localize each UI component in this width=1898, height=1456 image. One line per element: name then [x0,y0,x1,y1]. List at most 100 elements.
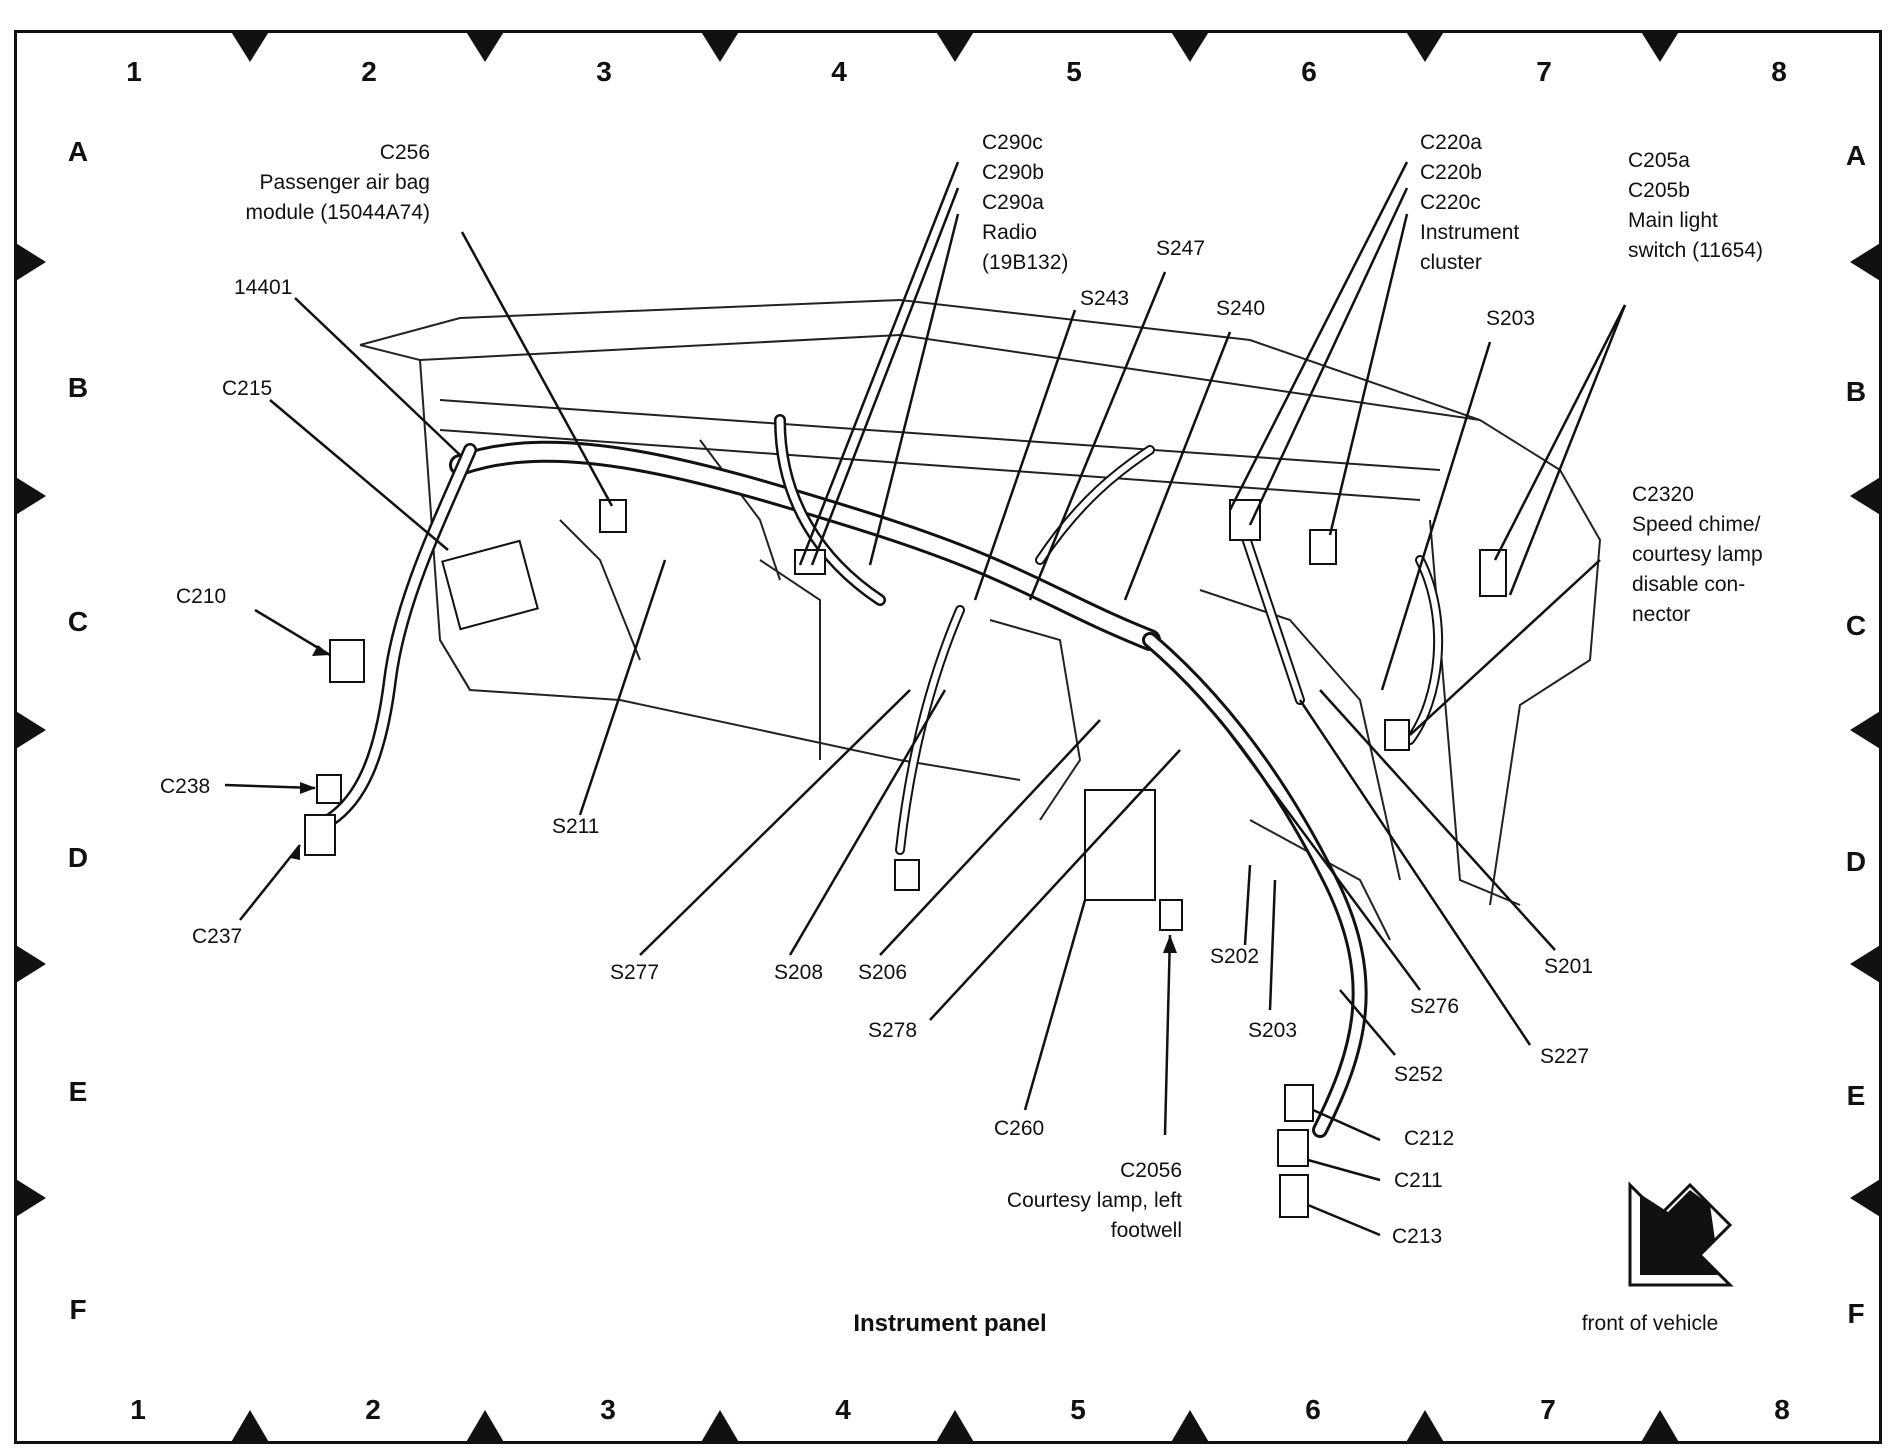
harness-cables [323,414,1444,1138]
col-label-bottom: 8 [1774,1394,1790,1425]
callout-c215: C215 [222,377,273,400]
callout-s227: S227 [1540,1045,1590,1068]
row-label-right: F [1847,1298,1865,1329]
callout-c260: C260 [994,1117,1045,1140]
callout-text: Passenger air bag [259,171,430,194]
callout-text: C220a [1420,131,1482,154]
callout-c290: C290c C290b C290a Radio (19B132) [982,128,1068,278]
callout-text: switch (11654) [1628,239,1764,262]
callout-s206: S206 [858,961,908,984]
callout-text: nector [1632,603,1691,626]
instrument-panel-outline [359,298,1602,941]
row-label-left: C [67,606,89,637]
col-label-top: 2 [361,56,377,87]
col-label-bottom: 7 [1540,1394,1556,1425]
col-label-bottom: 1 [130,1394,146,1425]
callout-s201: S201 [1544,955,1594,978]
callout-text: cluster [1420,251,1482,274]
callout-c2320: C2320 Speed chime/ courtesy lamp disable… [1632,480,1763,630]
callout-s208: S208 [774,961,824,984]
row-label-left: A [67,136,89,167]
row-label-right: A [1845,140,1867,171]
callout-c213: C213 [1392,1225,1443,1248]
col-label-bottom: 3 [600,1394,616,1425]
callout-text: C2056 [1120,1159,1182,1182]
callout-text: C220c [1420,191,1481,214]
callout-text: C290c [982,131,1043,154]
callout-text: Speed chime/ [1632,513,1761,536]
front-of-vehicle-arrow [1628,1181,1734,1287]
arrowheads [290,645,1177,953]
row-label-right: D [1845,846,1867,877]
col-label-bottom: 2 [365,1394,381,1425]
callout-s247: S247 [1156,237,1206,260]
callout-c2056: C2056 Courtesy lamp, left footwell [960,1156,1182,1246]
callout-text: (19B132) [982,251,1069,274]
callout-s240: S240 [1216,297,1266,320]
c220-connector [1229,499,1261,541]
c260-fuse-box [1084,789,1156,901]
row-label-left: F [69,1294,87,1325]
row-label-left: E [68,1076,88,1107]
callout-c205: C205a C205b Main light switch (11654) [1628,146,1763,266]
c238-connector [316,774,342,804]
callout-s243: S243 [1080,287,1130,310]
callout-14401: 14401 [234,276,293,299]
callout-s276: S276 [1410,995,1460,1018]
connectors [304,499,1507,1218]
callout-c210: C210 [176,585,227,608]
c290-connector [794,549,826,575]
callout-text: footwell [1110,1219,1182,1242]
callout-text: Courtesy lamp, left [1006,1189,1182,1212]
callout-s203-top: S203 [1486,307,1536,330]
col-label-bottom: 4 [835,1394,851,1425]
c210-connector [329,639,365,683]
callout-text: Main light [1628,209,1718,232]
callout-s278: S278 [868,1019,918,1042]
callout-text: module (15044A74) [245,201,430,224]
diagram-title: Instrument panel [853,1310,1047,1337]
row-label-right: C [1845,610,1867,641]
callout-text: C205b [1628,179,1690,202]
col-label-top: 8 [1771,56,1787,87]
callout-text: Radio [982,221,1037,244]
callout-c211: C211 [1394,1169,1443,1192]
callout-text: disable con- [1632,573,1746,596]
front-of-vehicle-label: front of vehicle [1581,1312,1719,1335]
col-label-top: 1 [126,56,142,87]
c212-connector [1284,1084,1314,1122]
col-label-top: 7 [1536,56,1552,87]
callout-text: C2320 [1632,483,1694,506]
col-label-bottom: 5 [1070,1394,1086,1425]
callout-c238: C238 [160,775,211,798]
callout-c237: C237 [192,925,243,948]
callout-text: Instrument [1420,221,1520,244]
s208-connector [894,859,920,891]
callout-text: C290a [982,191,1044,214]
callout-s211: S211 [552,815,600,838]
callout-text: C220b [1420,161,1482,184]
col-label-top: 5 [1066,56,1082,87]
callout-s252: S252 [1394,1063,1444,1086]
c213-connector [1279,1174,1309,1218]
callout-text: C290b [982,161,1044,184]
callout-text: courtesy lamp [1632,543,1763,566]
border-markers [14,30,1882,1444]
col-label-bottom: 6 [1305,1394,1321,1425]
c215-connector [441,539,539,631]
c211-connector [1277,1129,1309,1167]
c2056-connector [1159,899,1183,931]
c220c-connector [1309,529,1337,565]
callout-text: C205a [1628,149,1690,172]
row-label-right: B [1845,376,1867,407]
callout-s203-bottom: S203 [1248,1019,1298,1042]
c2320-connector [1384,719,1410,751]
row-label-left: D [67,842,89,873]
callout-text: C256 [379,141,430,164]
callout-s202: S202 [1210,945,1260,968]
c237-connector [304,814,336,856]
c256-connector [599,499,627,533]
callout-c256: C256 Passenger air bag module (15044A74) [245,138,430,228]
c205-connector [1479,549,1507,597]
